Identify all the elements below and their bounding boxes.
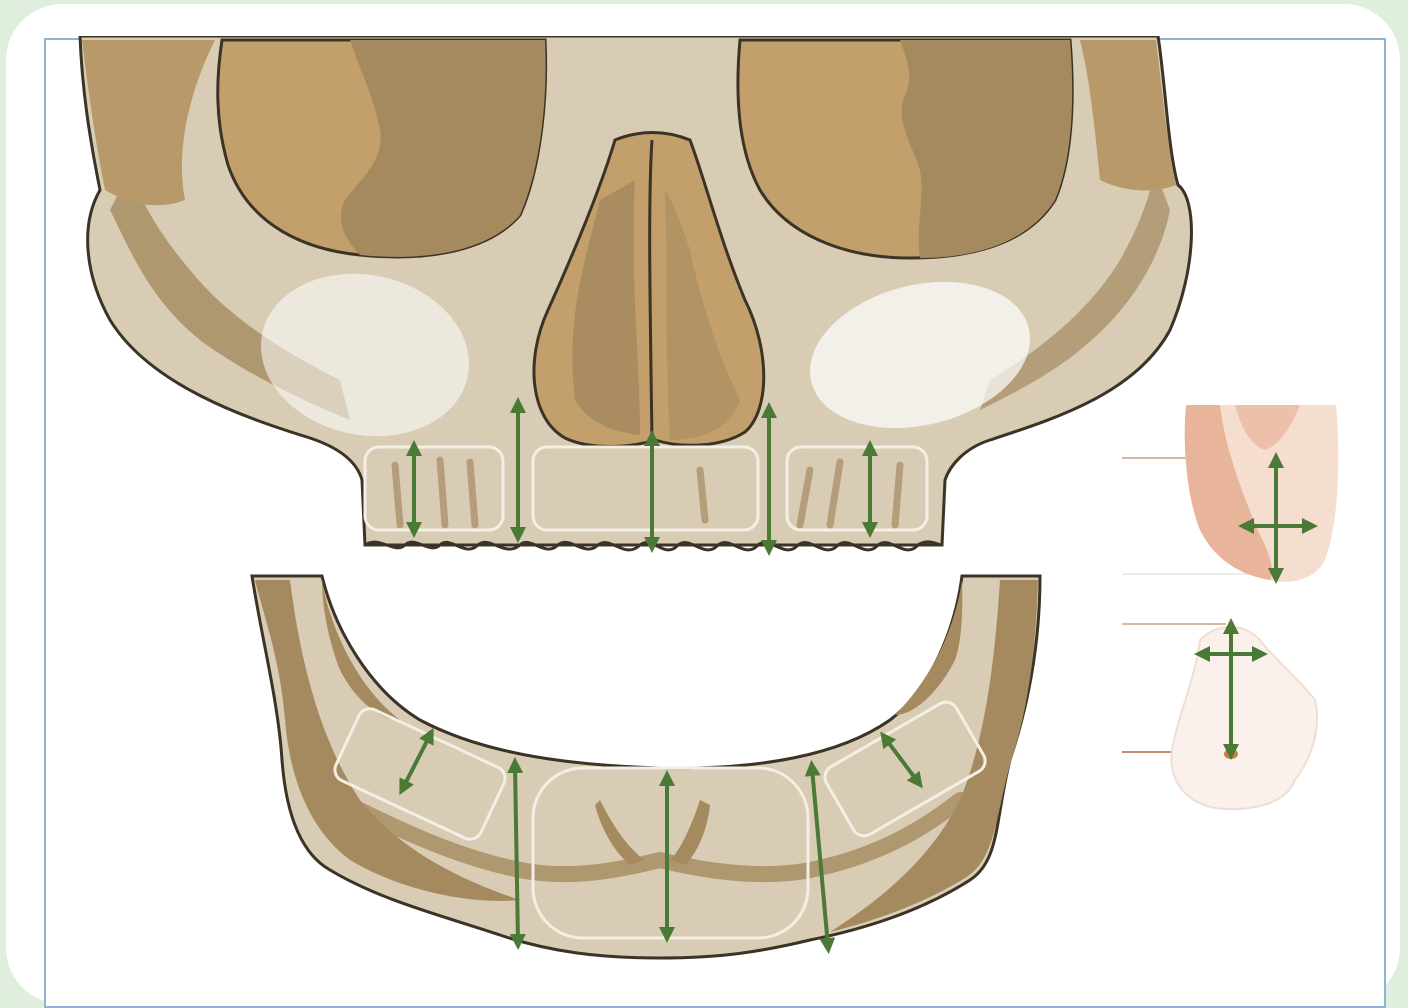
lower-cross-section — [1122, 624, 1317, 809]
upper-cross-section — [1122, 405, 1338, 582]
mandible — [252, 576, 1040, 958]
upper-skull — [80, 36, 1191, 550]
